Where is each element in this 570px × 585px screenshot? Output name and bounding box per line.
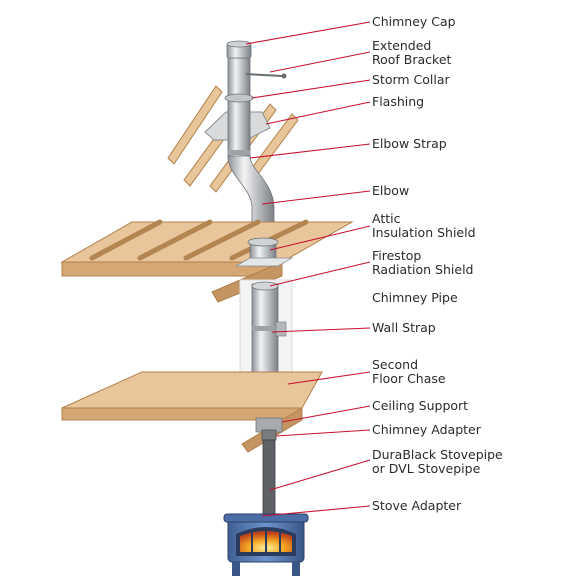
wood-stove	[223, 513, 309, 576]
label-elbow-strap: Elbow Strap	[372, 136, 447, 151]
leader-lines	[245, 21, 371, 517]
label-elbow: Elbow	[372, 183, 410, 198]
label-wall-strap: Wall Strap	[372, 320, 436, 335]
label-chimney-pipe: Chimney Pipe	[372, 290, 458, 305]
roof-bracket-rod	[245, 73, 283, 77]
label-storm-collar: Storm Collar	[372, 72, 450, 87]
label-chimney-adapter: Chimney Adapter	[372, 422, 481, 437]
ceiling-floor	[61, 371, 323, 453]
stovepipe	[262, 439, 276, 519]
wall-strap-band	[252, 326, 278, 331]
label-ceiling-support: Ceiling Support	[372, 398, 469, 413]
upper-chimney-pipe	[227, 57, 251, 159]
label-chimney-cap: Chimney Cap	[372, 14, 456, 29]
label-flashing: Flashing	[372, 94, 425, 109]
label-stove-adapter: Stove Adapter	[372, 498, 462, 513]
chimney-adapter-shape	[261, 429, 277, 441]
attic-floor	[60, 219, 354, 303]
elbow-strap-band	[228, 150, 250, 155]
firestop-plate	[234, 257, 294, 267]
storm-collar-shape	[224, 93, 254, 103]
